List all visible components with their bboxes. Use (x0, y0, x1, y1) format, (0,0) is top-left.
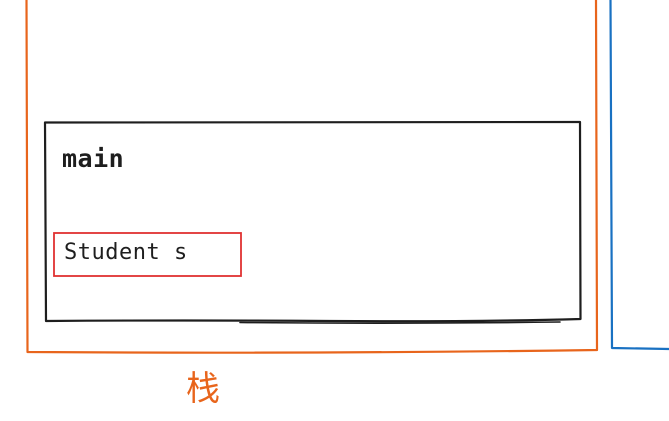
main-frame-bottom-stroke (239, 321, 561, 324)
main-frame (43, 120, 582, 323)
stack-region (25, 0, 599, 354)
local-variable-declaration: Student s (64, 240, 188, 265)
frame-method-name: main (62, 144, 125, 173)
variable-highlight-box (53, 232, 242, 277)
stack-label: 栈 (186, 369, 220, 409)
heap-region (609, 0, 669, 351)
